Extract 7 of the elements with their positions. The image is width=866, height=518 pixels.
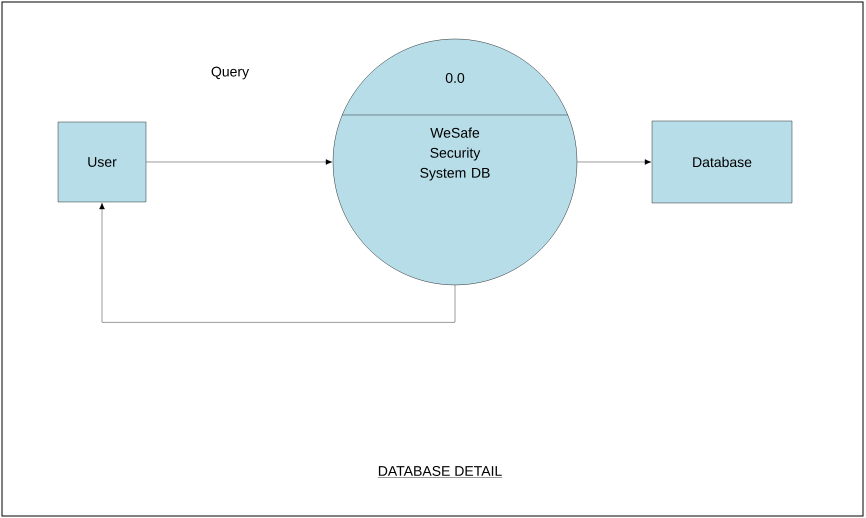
arrow xyxy=(577,159,652,165)
entity-box: User xyxy=(58,122,146,202)
caption: DATABASE DETAIL xyxy=(378,466,502,478)
arrow xyxy=(146,159,332,165)
entity-box: Database xyxy=(652,120,792,204)
label: Query xyxy=(212,66,250,80)
arrow xyxy=(99,202,456,322)
